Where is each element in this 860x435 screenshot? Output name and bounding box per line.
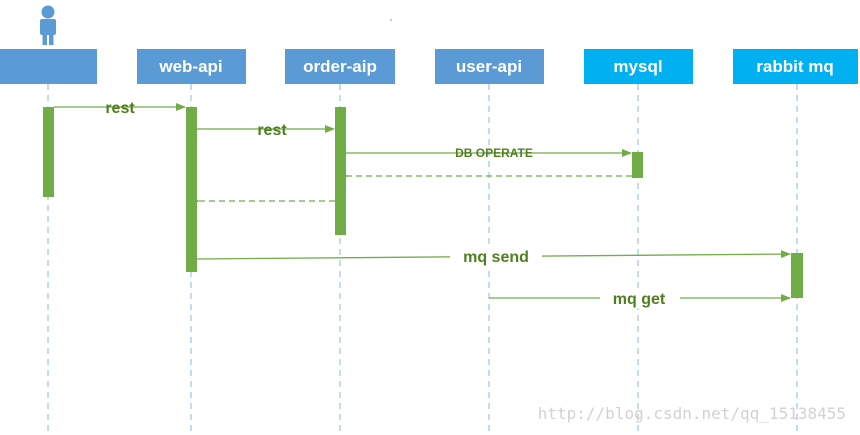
activation-mysql <box>632 152 643 178</box>
participant-web-api-label: web-api <box>158 57 222 76</box>
message-mq-send: mq send <box>196 246 791 266</box>
participant-mysql: mysql <box>584 49 693 84</box>
participant-web-api: web-api <box>137 49 246 84</box>
message-label: DB OPERATE <box>455 146 533 160</box>
participant-web-api-box <box>137 49 246 84</box>
participant-user <box>0 49 97 84</box>
participant-rabbit-mq: rabbit mq <box>733 49 858 84</box>
lifelines <box>47 84 798 435</box>
participant-user-box <box>0 49 97 84</box>
activation-user <box>43 107 54 197</box>
message-rest-1: rest <box>54 100 186 117</box>
message-label-bg <box>450 246 542 266</box>
activation-order-aip <box>335 107 346 235</box>
watermark: http://blog.csdn.net/qq_15138455 <box>538 404 846 423</box>
message-label: rest <box>257 122 287 139</box>
participant-rabbit-mq-box <box>733 49 858 84</box>
activation-rabbit-mq <box>791 253 803 298</box>
participant-user-api: user-api <box>435 49 544 84</box>
message-label: rest <box>105 100 135 117</box>
participant-user-api-box <box>435 49 544 84</box>
participant-mysql-box <box>584 49 693 84</box>
participant-order-aip-label: order-aip <box>303 57 377 76</box>
participant-order-aip: order-aip <box>285 49 395 84</box>
participant-user-api-label: user-api <box>456 57 522 76</box>
message-mq-get: mq get <box>489 288 791 308</box>
message-label-bg <box>600 288 680 308</box>
activation-web-api <box>186 107 197 272</box>
message-label: mq get <box>613 291 666 308</box>
person-icon <box>40 5 56 45</box>
message-label: mq send <box>463 249 529 266</box>
message-rest-2: rest <box>197 122 335 139</box>
participant-mysql-label: mysql <box>613 57 662 76</box>
participant-rabbit-mq-label: rabbit mq <box>756 57 833 76</box>
participant-order-aip-box <box>285 49 395 84</box>
message-db-operate: DB OPERATE <box>346 146 632 160</box>
stray-dot <box>390 19 392 21</box>
activation-bars <box>43 107 803 298</box>
